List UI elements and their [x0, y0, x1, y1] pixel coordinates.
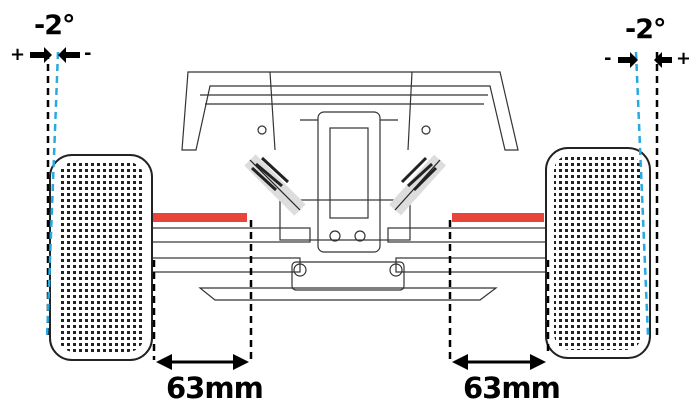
left-camber-value: -2° — [34, 10, 75, 41]
right-camber-value: -2° — [625, 14, 666, 45]
left-outer-sign: + — [10, 44, 26, 65]
left-inner-arrow — [58, 47, 80, 63]
left-track-label: 63mm — [166, 371, 264, 405]
tie-rods — [152, 213, 544, 222]
track-dimension-arrows — [156, 354, 546, 370]
left-outer-arrow — [30, 47, 52, 63]
right-track-label: 63mm — [463, 371, 561, 405]
right-inner-sign: - — [604, 48, 612, 69]
right-tie-rod — [452, 213, 544, 222]
left-shock — [244, 154, 306, 216]
left-tire — [49, 154, 153, 361]
right-inner-arrow — [618, 52, 638, 68]
rear-wing — [181, 71, 519, 151]
right-shock — [389, 154, 446, 216]
right-outer-sign: + — [676, 48, 689, 69]
suspension-arms — [149, 227, 549, 273]
camber-arrows — [30, 47, 672, 68]
right-tire — [545, 147, 651, 359]
reference-lines — [46, 52, 659, 360]
left-tie-rod — [152, 213, 247, 222]
right-outer-arrow — [654, 52, 672, 68]
left-inner-sign: - — [84, 43, 92, 64]
chassis — [198, 111, 498, 301]
